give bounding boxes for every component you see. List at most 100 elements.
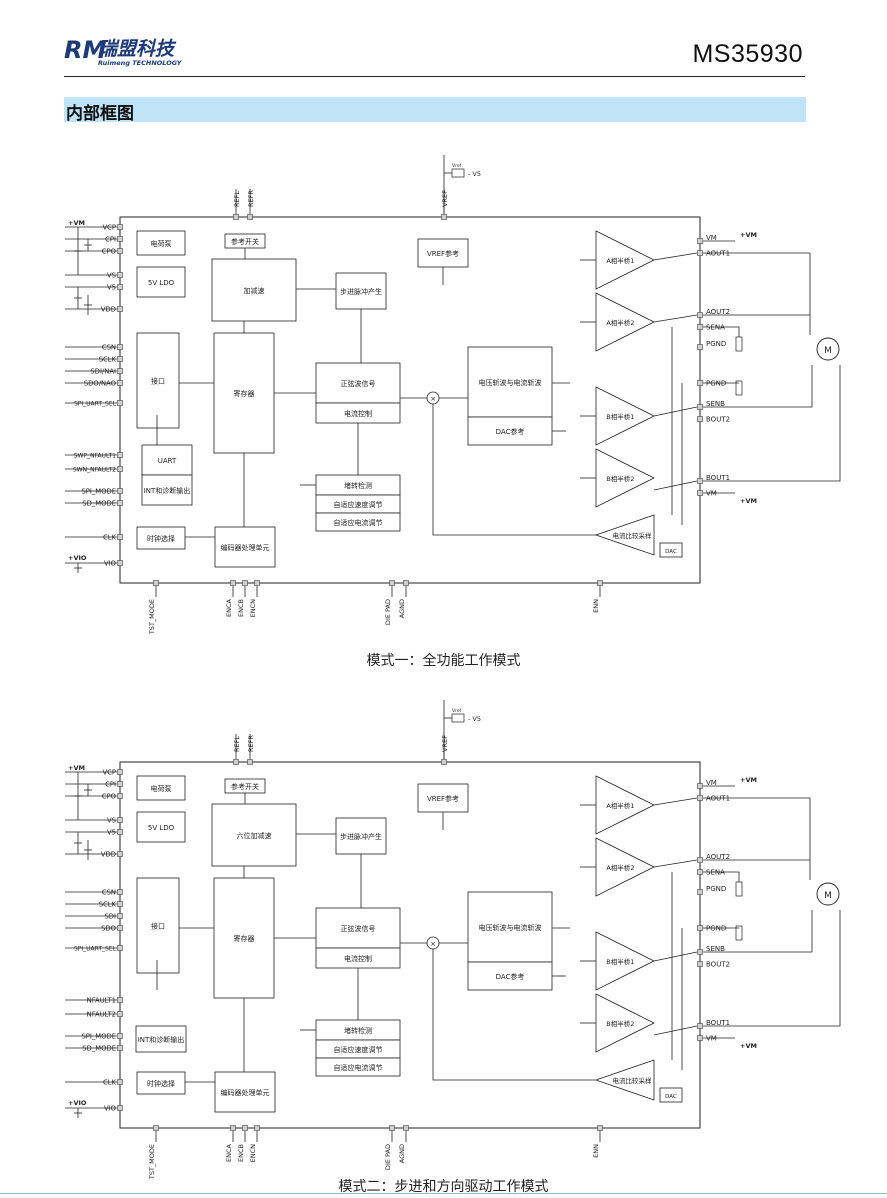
page-bottom-divider	[0, 1193, 887, 1194]
pin-label: VIO	[104, 1105, 116, 1113]
current-control-label: 电流控制	[344, 954, 372, 963]
pin-vm-0	[697, 783, 703, 789]
pin-vio	[117, 560, 123, 566]
dac-reference-label: DAC参考	[496, 972, 525, 981]
pin-pgnd-5	[697, 380, 703, 386]
pin-tst-mode	[153, 1125, 159, 1131]
supply-label-vm: +VM	[68, 764, 85, 772]
pin-label: SDI/NAI	[90, 368, 116, 376]
motor-wire	[703, 797, 811, 880]
pin-vs	[117, 272, 123, 278]
ldo-label: 5V LDO	[148, 824, 175, 832]
section-title: 内部框图	[66, 104, 134, 124]
pin-cpo	[117, 248, 123, 254]
pin-vcp	[117, 224, 123, 230]
pin-cpi	[117, 236, 123, 242]
pin-aout2-2	[697, 312, 703, 318]
int-diag-label: INT和诊断输出	[138, 1035, 185, 1044]
motor-wire	[703, 365, 813, 408]
supply-label-vm-top: +VM	[740, 231, 757, 239]
pin-label: CSN	[102, 889, 116, 897]
motor-wire	[703, 910, 813, 953]
clock-select-box	[136, 1071, 186, 1095]
charge-pump-box	[136, 775, 186, 801]
pin-label: VREF	[441, 735, 449, 752]
pin-label: DIE PAD	[384, 1144, 392, 1170]
sine-signal-box	[315, 362, 401, 404]
pin-vdd	[117, 306, 123, 312]
pin-encb	[242, 580, 248, 586]
sense-wire	[703, 871, 740, 882]
pin-label: CLK	[103, 534, 117, 542]
pin-label: CPO	[102, 248, 116, 256]
uart-label: UART	[158, 457, 177, 465]
pin-vm-9	[697, 1035, 703, 1041]
pin-label: AOUT1	[706, 795, 730, 803]
pin-vcp	[117, 769, 123, 775]
pin-label: REFL	[233, 191, 241, 207]
b-half-bridge-2-label: B相半桥2	[606, 474, 634, 483]
pin-label: V5	[107, 284, 116, 292]
summing-junction-label: ×	[430, 940, 436, 948]
pin-spi-mode	[117, 488, 123, 494]
interface-label: 接口	[151, 377, 165, 386]
pin-spi-uart-sel	[117, 400, 123, 406]
supply-label-vio: +VIO	[68, 554, 87, 562]
pin-label: PGND	[706, 925, 726, 933]
pin-label: REFL	[233, 736, 241, 752]
vref-reference-label: VREF参考	[427, 249, 459, 258]
pin-label: VIO	[104, 560, 116, 568]
logo-company-name-en: Ruimeng TECHNOLOGY	[98, 59, 183, 67]
pin-agnd	[403, 580, 409, 586]
pin-label: SWP_NFAULT1	[74, 453, 116, 460]
pin-label: TST_MODE	[148, 599, 156, 635]
supply-label-vm-bottom: +VM	[740, 497, 757, 505]
current-control-label: 电流控制	[344, 409, 372, 418]
pin-label: VCP	[103, 769, 117, 777]
pin-sd-mode	[117, 1045, 123, 1051]
pin-sdo-nao	[117, 380, 123, 386]
pin-clk	[117, 1079, 123, 1085]
adaptive-current-box	[315, 1057, 401, 1077]
pin-enn	[597, 1125, 603, 1131]
pin-vdd	[117, 851, 123, 857]
pin-label: BOUT1	[706, 1019, 730, 1027]
pin-label: PGND	[706, 885, 726, 893]
pin-sd-mode	[117, 500, 123, 506]
ldo-label: 5V LDO	[148, 279, 175, 287]
pin-csn	[117, 344, 123, 350]
b-half-bridge-2-label: B相半桥2	[606, 1019, 634, 1028]
pin-cpo	[117, 793, 123, 799]
pin-label: SCLK	[99, 356, 117, 364]
bridge-output-wire	[653, 252, 698, 261]
encoder-unit-box	[214, 1071, 276, 1113]
pin-vm-0	[697, 238, 703, 244]
accel-decel-label: 加减速	[244, 286, 265, 295]
pin-label: VS	[107, 817, 116, 825]
pin-label: SDO/NAO	[84, 380, 116, 388]
pin-vref	[441, 214, 447, 220]
chopper-label: 电压斩波与电流斩波	[479, 378, 542, 387]
section-bar	[64, 97, 806, 122]
a-half-bridge-1-label: A相半桥1	[606, 801, 634, 810]
dac-box	[659, 1087, 683, 1103]
adaptive-current-label: 自适应电流调节	[334, 1063, 383, 1072]
pin-sdi-nai	[117, 368, 123, 374]
v5-supply-label: - V5	[468, 170, 481, 178]
interface-box	[136, 332, 180, 429]
vref-resistor	[451, 168, 465, 178]
pin-die-pad	[389, 580, 395, 586]
interface-box	[136, 877, 180, 974]
pin-label: SPI_UART_SEL	[74, 946, 117, 953]
ldo-box	[136, 266, 186, 298]
pin-label: BOUT1	[706, 474, 730, 482]
pin-refr	[247, 214, 253, 220]
clock-select-label: 时钟选择	[147, 534, 175, 543]
logo-company-name: 瑞盟科技	[98, 38, 177, 60]
pin-label: SPI_UART_SEL	[74, 401, 117, 408]
bridge-output-wire	[653, 314, 698, 323]
current-compare-triangle	[594, 1059, 655, 1101]
chopper-label: 电压斩波与电流斩波	[479, 923, 542, 932]
pin-label: VM	[706, 234, 717, 242]
